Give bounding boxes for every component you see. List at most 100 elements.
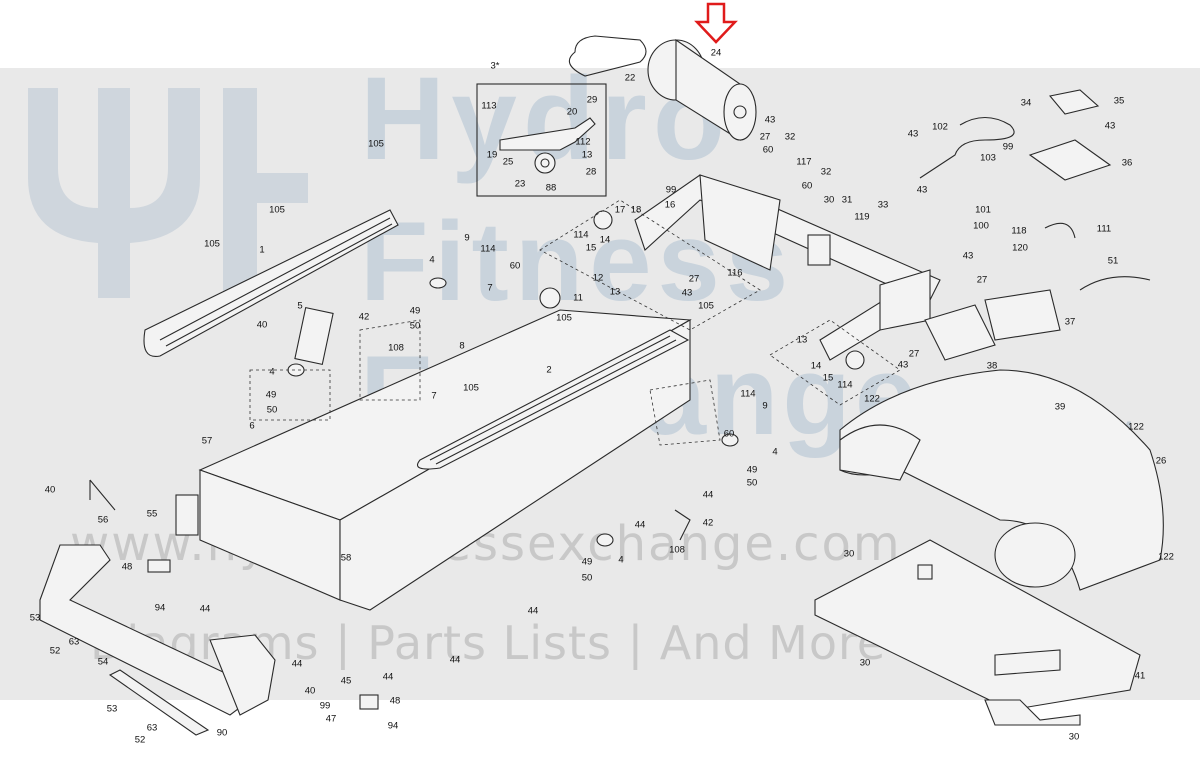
part-label-13-2: 13 <box>609 286 621 298</box>
part-label-41-1: 41 <box>1134 670 1146 682</box>
part-label-103-1: 103 <box>980 152 996 164</box>
part-label-2-1: 2 <box>546 364 552 376</box>
part-label-17-1: 17 <box>614 204 626 216</box>
part-label-13-1: 13 <box>581 149 593 161</box>
part-label-15-2: 15 <box>822 372 834 384</box>
part-label-4-3: 4 <box>772 446 778 458</box>
part-label-47-1: 47 <box>325 713 337 725</box>
part-label-43-7: 43 <box>1104 120 1116 132</box>
part-label-119-1: 119 <box>854 211 870 223</box>
part-label-99-3: 99 <box>319 700 331 712</box>
part-label-51-1: 51 <box>1107 255 1119 267</box>
part-label-101-1: 101 <box>975 204 991 216</box>
part-label-122-1: 122 <box>864 393 880 405</box>
part-label-24-1: 24 <box>710 47 722 59</box>
part-label-33-1: 33 <box>877 199 889 211</box>
part-label-114-1: 114 <box>480 243 496 255</box>
part-label-52-2: 52 <box>134 734 146 746</box>
part-label-50-3: 50 <box>746 477 758 489</box>
part-label-30-4: 30 <box>1068 731 1080 743</box>
part-label-63-1: 63 <box>68 636 80 648</box>
part-label-27-1: 27 <box>759 131 771 143</box>
part-label-50-2: 50 <box>266 404 278 416</box>
part-label-6-1: 6 <box>249 420 255 432</box>
part-label-60-3: 60 <box>801 180 813 192</box>
part-label-43-1: 43 <box>681 287 693 299</box>
part-label-9-1: 9 <box>464 232 470 244</box>
part-label-36-1: 36 <box>1121 157 1133 169</box>
part-label-60-2: 60 <box>762 144 774 156</box>
part-label-30-2: 30 <box>843 548 855 560</box>
part-label-32-1: 32 <box>784 131 796 143</box>
part-label-42-1: 42 <box>358 311 370 323</box>
part-label-105-5: 105 <box>698 300 714 312</box>
part-label-22-1: 22 <box>624 72 636 84</box>
part-label-117-1: 117 <box>796 156 812 168</box>
part-label-44-5: 44 <box>382 671 394 683</box>
part-label-37-1: 37 <box>1064 316 1076 328</box>
part-label-49-1: 49 <box>409 305 421 317</box>
part-label-111-1: 111 <box>1096 223 1112 235</box>
part-label-25-1: 25 <box>502 156 514 168</box>
part-label-112-1: 112 <box>575 136 591 148</box>
part-label-118-1: 118 <box>1011 225 1027 237</box>
part-label-54-1: 54 <box>97 656 109 668</box>
part-label-43-4: 43 <box>916 184 928 196</box>
part-label-29-1: 29 <box>586 94 598 106</box>
part-label-50-4: 50 <box>581 572 593 584</box>
part-label-44-4: 44 <box>291 658 303 670</box>
part-label-44-2: 44 <box>702 489 714 501</box>
part-label-105-3: 105 <box>204 238 220 250</box>
part-label-14-1: 14 <box>599 234 611 246</box>
part-label-3-1: 3* <box>490 60 500 72</box>
part-label-45-1: 45 <box>340 675 352 687</box>
part-label-5-1: 5 <box>297 300 303 312</box>
part-label-48-2: 48 <box>389 695 401 707</box>
part-label-114-2: 114 <box>573 229 589 241</box>
part-label-16-1: 16 <box>664 199 676 211</box>
part-label-105-1: 105 <box>368 138 384 150</box>
part-label-38-1: 38 <box>986 360 998 372</box>
part-label-43-5: 43 <box>962 250 974 262</box>
part-label-4-2: 4 <box>269 366 275 378</box>
part-label-44-1: 44 <box>199 603 211 615</box>
part-label-102-1: 102 <box>932 121 948 133</box>
part-label-60-4: 60 <box>723 428 735 440</box>
part-label-11-1: 11 <box>573 292 583 304</box>
part-label-105-4: 105 <box>556 312 572 324</box>
part-label-120-1: 120 <box>1012 242 1028 254</box>
part-label-4-1: 4 <box>429 254 435 266</box>
part-label-113-1: 113 <box>481 100 497 112</box>
part-label-100-1: 100 <box>973 220 989 232</box>
part-label-35-1: 35 <box>1113 95 1125 107</box>
part-label-57-1: 57 <box>201 435 213 447</box>
part-label-60-1: 60 <box>509 260 521 272</box>
part-label-49-3: 49 <box>746 464 758 476</box>
part-label-56-1: 56 <box>97 514 109 526</box>
part-label-34-1: 34 <box>1020 97 1032 109</box>
part-label-26-1: 26 <box>1155 455 1167 467</box>
part-label-55-1: 55 <box>146 508 158 520</box>
part-label-44-6: 44 <box>449 654 461 666</box>
part-label-49-2: 49 <box>265 389 277 401</box>
part-label-44-3: 44 <box>634 519 646 531</box>
part-label-114-3: 114 <box>740 388 756 400</box>
part-label-20-1: 20 <box>566 106 578 118</box>
callout-arrow-icon <box>694 2 738 44</box>
part-label-122-2: 122 <box>1128 421 1144 433</box>
part-label-28-1: 28 <box>585 166 597 178</box>
part-label-94-2: 94 <box>387 720 399 732</box>
part-label-32-2: 32 <box>820 166 832 178</box>
part-label-44-7: 44 <box>527 605 539 617</box>
part-label-48-1: 48 <box>121 561 133 573</box>
part-label-116-1: 116 <box>727 267 743 279</box>
part-label-18-1: 18 <box>630 204 642 216</box>
part-label-53-2: 53 <box>106 703 118 715</box>
part-label-27-2: 27 <box>688 273 700 285</box>
part-label-13-3: 13 <box>796 334 808 346</box>
part-label-30-1: 30 <box>823 194 835 206</box>
part-label-8-1: 8 <box>459 340 465 352</box>
part-label-43-3: 43 <box>907 128 919 140</box>
part-label-88-1: 88 <box>545 182 557 194</box>
